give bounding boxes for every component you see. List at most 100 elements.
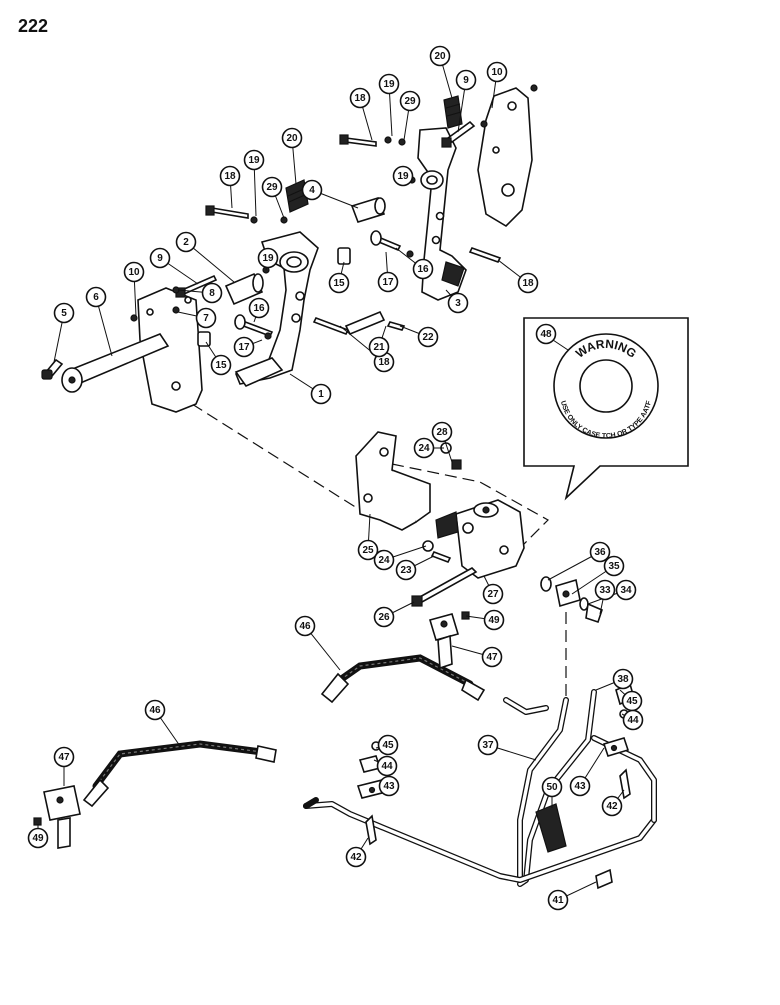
callout-35: 35 <box>603 555 625 577</box>
callout-label: 46 <box>299 621 311 632</box>
callout-circle <box>310 383 332 405</box>
callout-circle <box>53 302 75 324</box>
callout-circle <box>486 61 508 83</box>
callout-label: 27 <box>487 589 499 600</box>
callout-label: 20 <box>286 133 298 144</box>
callout-43: 43 <box>378 775 400 797</box>
callout-label: 47 <box>486 652 498 663</box>
callout-circle <box>612 668 634 690</box>
callout-46: 46 <box>144 699 166 721</box>
callout-label: 19 <box>383 79 395 90</box>
callout-5: 5 <box>53 302 75 324</box>
callout-43: 43 <box>569 775 591 797</box>
callout-label: 43 <box>574 781 586 792</box>
callout-circle <box>53 746 75 768</box>
callout-37: 37 <box>477 734 499 756</box>
callout-circle <box>569 775 591 797</box>
callout-circle <box>589 541 611 563</box>
brake-hose-upper <box>320 654 486 704</box>
callout-46: 46 <box>294 615 316 637</box>
callout-label: 6 <box>93 292 99 303</box>
callout-10: 10 <box>123 261 145 283</box>
callout-label: 34 <box>620 585 632 596</box>
callout-20: 20 <box>429 45 451 67</box>
callout-circle <box>395 559 417 581</box>
callout-3: 3 <box>447 292 469 314</box>
callout-25: 25 <box>357 539 379 561</box>
page-number: 222 <box>18 16 49 36</box>
callout-20: 20 <box>281 127 303 149</box>
callout-circle <box>481 646 503 668</box>
callout-19: 19 <box>257 247 279 269</box>
callout-15: 15 <box>328 272 350 294</box>
callout-circle <box>195 307 217 329</box>
callout-45: 45 <box>377 734 399 756</box>
callout-label: 49 <box>32 833 44 844</box>
callout-29: 29 <box>399 90 421 112</box>
callout-44: 44 <box>622 709 644 731</box>
callout-18: 18 <box>219 165 241 187</box>
callout-42: 42 <box>345 846 367 868</box>
callout-circle <box>175 231 197 253</box>
hardware-upper <box>130 84 538 347</box>
callout-circle <box>377 271 399 293</box>
callout-label: 24 <box>418 443 430 454</box>
callout-circle <box>248 297 270 319</box>
callout-label: 43 <box>383 781 395 792</box>
callout-circle <box>483 609 505 631</box>
callout-label: 33 <box>599 585 611 596</box>
tee-fitting-lower <box>33 785 81 849</box>
callout-49: 49 <box>27 827 49 849</box>
clutch-pedal-left <box>234 231 319 387</box>
bolt-5 <box>41 358 64 380</box>
callout-circle <box>429 45 451 67</box>
callout-label: 18 <box>224 171 236 182</box>
callout-label: 22 <box>422 332 434 343</box>
brake-line-37 <box>517 697 569 881</box>
callout-circle <box>144 699 166 721</box>
callout-label: 28 <box>436 427 448 438</box>
callout-19: 19 <box>243 149 265 171</box>
callout-label: 2 <box>183 237 189 248</box>
callout-label: 18 <box>378 357 390 368</box>
callout-36: 36 <box>589 541 611 563</box>
callout-8: 8 <box>201 282 223 304</box>
callout-18: 18 <box>517 272 539 294</box>
callout-circle <box>412 258 434 280</box>
callout-circle <box>541 776 563 798</box>
callout-label: 1 <box>318 389 324 400</box>
callout-label: 37 <box>482 740 494 751</box>
callout-circle <box>417 326 439 348</box>
callout-circle <box>517 272 539 294</box>
callout-circle <box>615 579 637 601</box>
leader-line <box>185 241 235 283</box>
callout-circle <box>477 734 499 756</box>
callout-circle <box>603 555 625 577</box>
callout-circle <box>357 539 379 561</box>
callout-label: 25 <box>362 545 374 556</box>
callout-circle <box>431 421 453 443</box>
callout-42: 42 <box>601 795 623 817</box>
callout-circle <box>243 149 265 171</box>
line-clips <box>356 682 635 890</box>
callout-9: 9 <box>455 69 477 91</box>
callout-label: 38 <box>617 674 629 685</box>
callout-18: 18 <box>349 87 371 109</box>
callout-45: 45 <box>621 690 643 712</box>
callout-label: 44 <box>381 761 393 772</box>
callout-circle <box>594 579 616 601</box>
callout-38: 38 <box>612 668 634 690</box>
callout-label: 18 <box>354 93 366 104</box>
callout-label: 9 <box>157 253 163 264</box>
callout-19: 19 <box>392 165 414 187</box>
callout-24: 24 <box>413 437 435 459</box>
callout-circle <box>547 889 569 911</box>
callout-label: 42 <box>350 852 362 863</box>
callout-label: 3 <box>455 298 461 309</box>
callout-17: 17 <box>377 271 399 293</box>
callout-16: 16 <box>248 297 270 319</box>
callout-17: 17 <box>233 336 255 358</box>
callout-circle <box>399 90 421 112</box>
callout-label: 7 <box>203 313 209 324</box>
